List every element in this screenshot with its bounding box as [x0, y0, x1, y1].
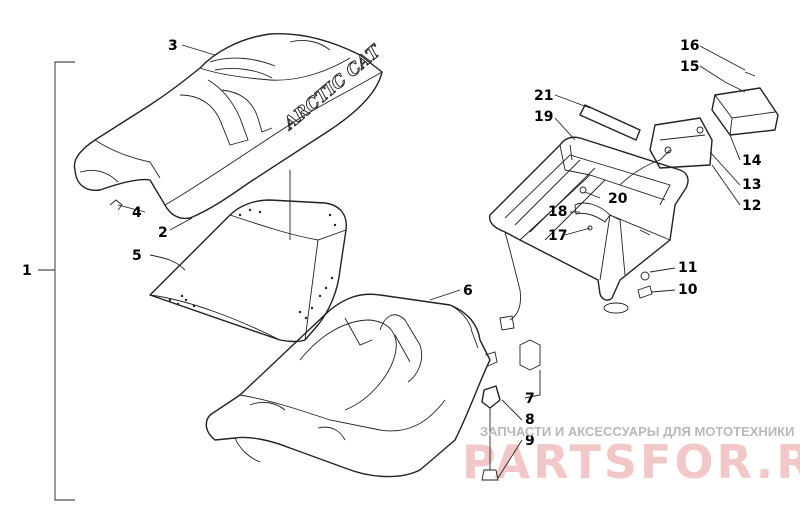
callout-15: 15: [680, 59, 699, 75]
seat-base: [205, 293, 498, 478]
callout-labels: 1 2 3 4 5 6 7 8 9 10 11 12 13 14 15 16 1…: [22, 38, 762, 449]
seat-foam: [149, 199, 347, 343]
callout-17: 17: [548, 228, 567, 244]
callout-9: 9: [525, 433, 535, 449]
rack-strip: [579, 104, 641, 141]
callout-6: 6: [463, 283, 473, 299]
callout-19: 19: [534, 109, 553, 125]
watermark-caption: ЗАПЧАСТИ И АКСЕССУАРЫ ДЛЯ МОТОТЕХНИКИ: [480, 424, 794, 439]
callout-14: 14: [742, 153, 762, 169]
callout-13: 13: [742, 177, 761, 193]
hardware: [109, 186, 653, 481]
foam-dots: [168, 208, 337, 320]
callout-1: 1: [22, 263, 32, 279]
watermark-brand: PARTSFOR.RU: [462, 435, 800, 489]
callout-3: 3: [168, 38, 178, 54]
seat-logo: ARCTIC CAT: [279, 41, 386, 135]
seat-assembly: ARCTIC CAT: [73, 32, 386, 220]
callout-4: 4: [132, 205, 142, 221]
callout-18: 18: [548, 204, 567, 220]
callout-7: 7: [525, 391, 535, 407]
callout-16: 16: [680, 38, 699, 54]
assembly-bracket: [54, 61, 75, 501]
callout-8: 8: [525, 412, 535, 428]
callout-21: 21: [534, 88, 553, 104]
callout-11: 11: [678, 260, 697, 276]
callout-5: 5: [132, 248, 142, 264]
callout-2: 2: [158, 225, 168, 241]
callout-12: 12: [742, 198, 761, 214]
tail-light-assembly: [649, 71, 779, 169]
callout-10: 10: [678, 282, 698, 298]
leader-lines: [117, 44, 746, 479]
callout-20: 20: [608, 191, 628, 207]
